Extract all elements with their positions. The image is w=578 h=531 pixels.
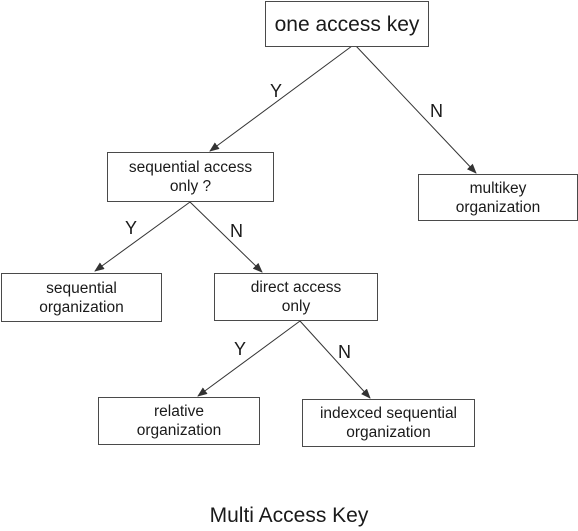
node-sequential-access-only: sequential access only ?: [107, 152, 274, 202]
edge-label-root-seq: Y: [270, 81, 283, 101]
node-relative-organization-label: relative organization: [136, 403, 222, 439]
node-direct-access-only: direct access only: [214, 273, 378, 321]
diagram-caption: Multi Access Key: [209, 504, 369, 527]
node-multikey-organization-label: multikey organization: [455, 179, 541, 216]
node-sequential-organization-label: sequential organization: [39, 279, 124, 316]
node-sequential-access-only-label: sequential access only ?: [128, 159, 253, 195]
edge-direct-relative: [197, 320, 301, 397]
node-relative-organization: relative organization: [98, 397, 260, 445]
node-one-access-key: one access key: [265, 1, 429, 47]
edge-direct-indexed: [299, 320, 371, 399]
edge-label-direct-indexed: N: [338, 342, 351, 362]
node-sequential-organization: sequential organization: [1, 273, 162, 322]
node-one-access-key-label: one access key: [274, 12, 420, 36]
edge-label-root-multikey: N: [430, 101, 443, 121]
node-direct-access-only-label: direct access only: [250, 279, 342, 315]
edge-label-seq-direct: N: [230, 221, 243, 241]
edge-label-seq-sequential: Y: [125, 218, 138, 238]
node-multikey-organization: multikey organization: [418, 174, 578, 221]
edge-label-direct-relative: Y: [234, 339, 247, 359]
node-indexed-sequential-organization-label: indexced sequential organization: [319, 405, 458, 441]
edge-root-multikey: [355, 45, 477, 174]
edge-root-seq: [209, 45, 353, 152]
edge-seq-direct: [189, 201, 263, 273]
edge-seq-sequential: [94, 201, 191, 272]
node-indexed-sequential-organization: indexced sequential organization: [302, 399, 475, 447]
